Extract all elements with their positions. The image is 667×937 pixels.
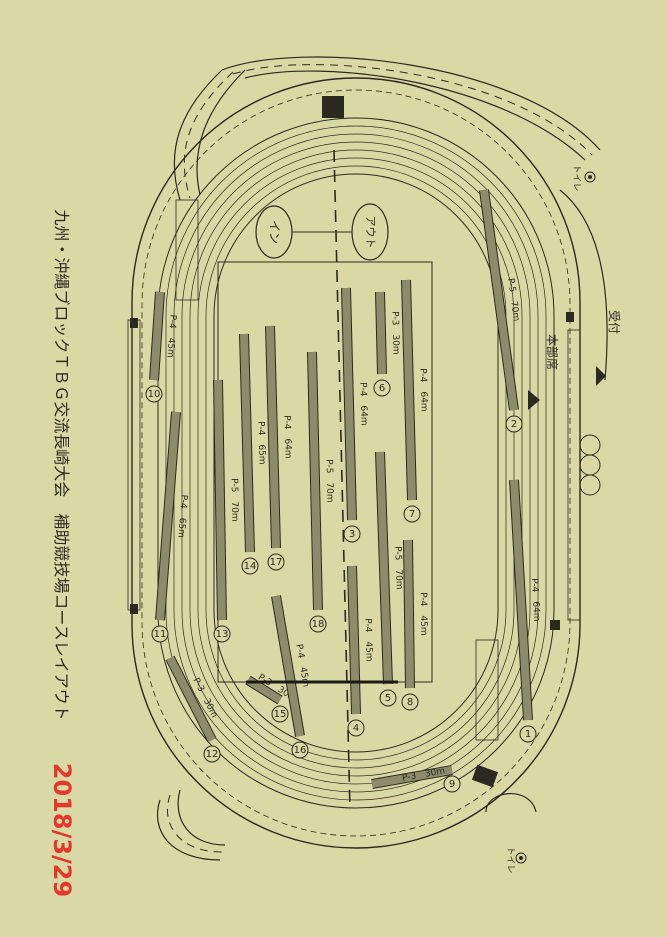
course-number-marker	[403, 505, 421, 523]
reception-marker	[596, 366, 606, 386]
course-number-marker	[343, 525, 361, 543]
course-bar-label: P-5 70m	[505, 278, 521, 322]
entrance-gate	[579, 434, 601, 496]
date-stamp: 2018/3/29	[48, 763, 76, 897]
course-number: 4	[353, 723, 359, 734]
course-number: 12	[206, 749, 219, 760]
course-number-marker	[213, 625, 231, 643]
course-number: 3	[349, 529, 355, 540]
course-bar-label: P-4 45m	[418, 592, 429, 636]
course-number-marker	[151, 625, 169, 643]
course-number-marker	[291, 741, 309, 759]
course-bar-label: P-4 64m	[357, 382, 368, 426]
course-number: 9	[449, 779, 455, 790]
course-bar-11: P-4 65m 11	[151, 411, 189, 643]
course-number-marker	[347, 719, 365, 737]
course-bar-label: P-4 45m	[165, 314, 178, 358]
course-number: 8	[407, 697, 413, 708]
access-road	[156, 56, 608, 861]
center-dashed-line	[333, 149, 351, 811]
course-number: 5	[385, 693, 391, 704]
course-number-marker	[505, 415, 523, 433]
course-bar-label: P-5 70m	[323, 459, 334, 503]
course-bar-7: P-4 64m 7	[401, 279, 429, 523]
course-bar-3: P-4 64m 3	[341, 287, 369, 543]
course-bar-8: P-4 45m 8	[401, 539, 429, 711]
course-bar-label: P-4 45m	[362, 618, 373, 662]
toilet-label-bottom: トイレ	[505, 846, 515, 873]
course-bar-17: P-4 64m 17	[265, 325, 293, 571]
course-number: 7	[409, 509, 415, 520]
course-number-marker	[271, 705, 289, 723]
course-bar-13: P-5 70m 13	[213, 379, 240, 643]
reception-label: 受付	[607, 310, 621, 334]
course-number-marker	[401, 693, 419, 711]
in-label-oval	[255, 205, 293, 259]
course-bar-6: P-3 30m 6	[373, 291, 401, 397]
course-number-marker	[267, 553, 285, 571]
course-number: 2	[511, 419, 517, 430]
course-number: 14	[244, 561, 257, 572]
course-bar-1: P-4 64m 1	[509, 479, 542, 743]
course-number-marker	[145, 385, 163, 403]
course-number-marker	[241, 557, 259, 575]
course-bar-label: P-4 64m	[529, 578, 542, 622]
toilet-label-top: トイレ	[571, 164, 581, 191]
course-number-marker	[379, 689, 397, 707]
course-number: 6	[379, 383, 385, 394]
course-number: 15	[274, 709, 287, 720]
hq-label: 本部席	[545, 334, 560, 370]
course-bar-label: P-3 30m	[389, 311, 400, 355]
page-title: 九州・沖縄ブロックＴＢＧ交流長崎大会 補助競技場コースレイアウト	[52, 209, 71, 720]
course-number-marker	[373, 379, 391, 397]
course-bar-4: P-4 45m 4	[347, 565, 374, 737]
course-number: 1	[525, 729, 531, 740]
course-number: 11	[154, 629, 167, 640]
course-bar-label: P-4 64m	[417, 368, 428, 412]
out-label-oval	[351, 203, 389, 261]
out-label: アウト	[364, 216, 377, 249]
course-bar-14: P-4 65m 14	[239, 333, 267, 575]
course-bar-2: P-5 70m 2	[479, 189, 523, 433]
course-bar-label: P-5 70m	[229, 478, 240, 522]
course-bar-label: P-5 70m	[392, 546, 403, 590]
gates	[130, 96, 574, 788]
course-number-marker	[309, 615, 327, 633]
course-bar-18: P-5 70m 18	[307, 351, 335, 633]
course-bar-label: P-4 64m	[281, 415, 292, 459]
course-number: 18	[312, 619, 325, 630]
in-label: イン	[268, 220, 282, 244]
toilet-icon	[584, 171, 596, 183]
toilet-icon	[515, 852, 527, 864]
course-number-marker	[519, 725, 537, 743]
course-number: 13	[216, 629, 229, 640]
course-number-marker	[203, 745, 221, 763]
course-number: 10	[148, 389, 161, 400]
course-number-marker	[443, 775, 461, 793]
course-number: 17	[270, 557, 283, 568]
road-centerline	[166, 64, 593, 853]
course-bar-label: P-4 65m	[255, 421, 266, 465]
course-bar-10: P-4 45m 10	[145, 291, 178, 403]
course-number: 16	[294, 745, 307, 756]
hq-marker	[528, 390, 540, 410]
course-bar-label: P-4 65m	[175, 494, 188, 538]
course-bar-5: P-5 70m 5	[375, 451, 404, 707]
